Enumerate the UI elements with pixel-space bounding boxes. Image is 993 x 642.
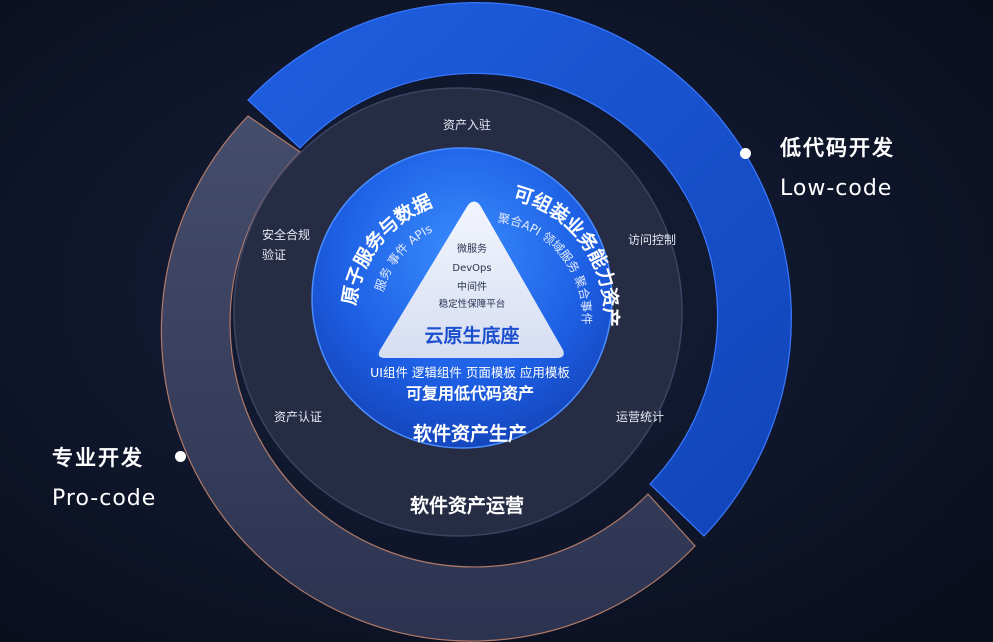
low-code-marker [740, 148, 751, 159]
triangle-title: 云原生底座 [424, 324, 519, 347]
ops-item-statistics: 运营统计 [616, 410, 664, 424]
triangle-item-devops: DevOps [452, 263, 491, 274]
production-title: 软件资产生产 [413, 422, 527, 445]
pro-code-marker [175, 451, 186, 462]
low-code-ring [247, 1, 793, 537]
pro-code-en: Pro-code [52, 486, 157, 511]
ops-item-verification: 验证 [262, 247, 286, 262]
ops-item-access-control: 访问控制 [628, 233, 676, 247]
ops-item-onboarding: 资产入驻 [443, 117, 491, 132]
low-code-label: 低代码开发 Low-code [780, 132, 895, 201]
low-code-cn: 低代码开发 [780, 136, 895, 160]
pro-code-cn: 专业开发 [52, 446, 144, 470]
cloud-native-triangle [378, 201, 564, 358]
low-code-en: Low-code [780, 176, 893, 201]
triangle-item-microservice: 微服务 [457, 242, 487, 255]
lowcode-assets-title: 可复用低代码资产 [406, 384, 534, 403]
ops-item-certification: 资产认证 [274, 410, 322, 424]
lowcode-components: UI组件 逻辑组件 页面模板 应用模板 [370, 365, 570, 380]
triangle-item-middleware: 中间件 [457, 280, 487, 293]
triangle-item-stability: 稳定性保障平台 [439, 298, 506, 310]
operations-title: 软件资产运营 [410, 494, 524, 517]
pro-code-label: 专业开发 Pro-code [52, 442, 156, 511]
ops-item-compliance: 安全合规 [262, 227, 310, 242]
pro-code-ring [160, 115, 696, 642]
